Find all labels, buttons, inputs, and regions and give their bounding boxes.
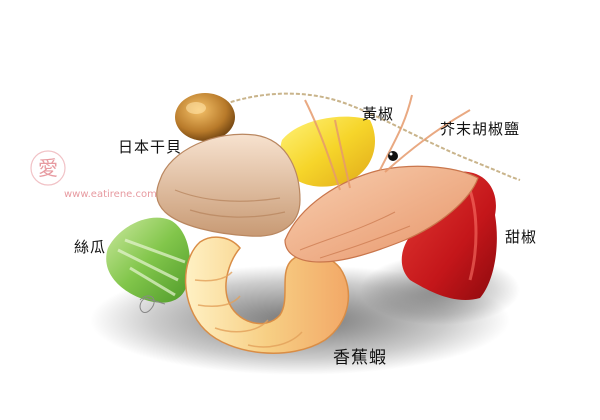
loofah [106, 217, 190, 303]
prawn-eye [388, 151, 398, 161]
label-wasabi-pepper-salt: 芥末胡椒鹽 [440, 120, 521, 138]
watermark-glyph: 愛 [38, 156, 58, 180]
label-loofah: 絲瓜 [74, 238, 107, 256]
label-banana-prawn: 香蕉蝦 [333, 348, 387, 368]
label-scallop: 日本干貝 [118, 138, 183, 156]
watermark-url: www.eatirene.com [64, 189, 157, 200]
watermark-logo: 愛 [30, 150, 66, 186]
twine [224, 92, 521, 181]
label-sweet-pepper: 甜椒 [505, 228, 538, 246]
dried-scallop [175, 93, 235, 141]
label-yellow-pepper: 黃椒 [362, 105, 395, 123]
sketch-scribble [139, 295, 166, 313]
